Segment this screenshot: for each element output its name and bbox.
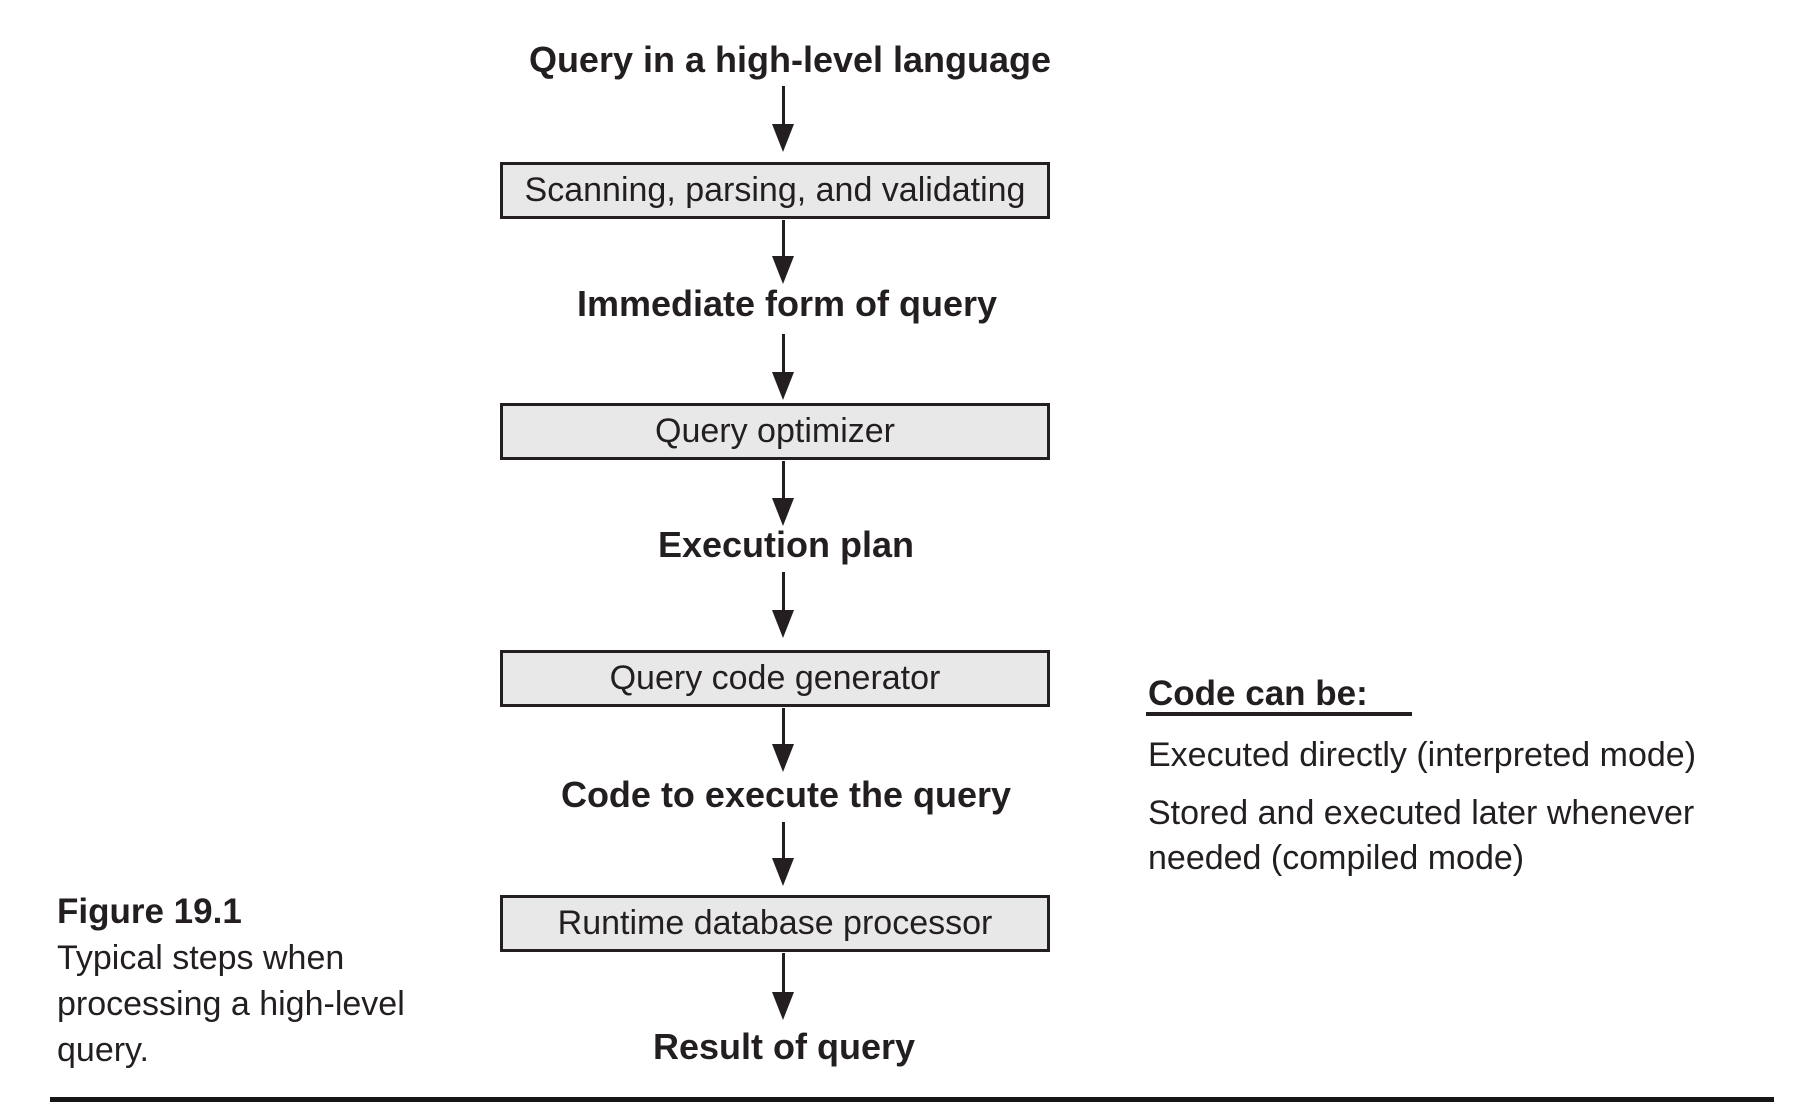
box-label: Query optimizer bbox=[655, 412, 895, 450]
figure-caption-line: Typical steps when bbox=[57, 939, 345, 977]
arrow-shaft bbox=[781, 220, 785, 256]
box-scanning-parsing-validating: Scanning, parsing, and validating bbox=[500, 162, 1050, 219]
arrow-shaft bbox=[781, 572, 785, 610]
box-label: Query code generator bbox=[609, 659, 941, 697]
side-note-line: Stored and executed later whenever bbox=[1148, 794, 1695, 832]
flow-label-execution-plan: Execution plan bbox=[657, 524, 915, 565]
arrow-shaft bbox=[781, 86, 785, 124]
arrow-head bbox=[772, 372, 794, 400]
figure-caption-line: processing a high-level bbox=[57, 985, 405, 1023]
arrow-head bbox=[772, 256, 794, 284]
side-note-line: Executed directly (interpreted mode) bbox=[1148, 736, 1697, 774]
side-note-heading: Code can be: bbox=[1148, 674, 1368, 713]
arrow-head bbox=[772, 124, 794, 152]
down-arrow-icon bbox=[772, 572, 794, 638]
box-runtime-database-processor: Runtime database processor bbox=[500, 895, 1050, 952]
arrow-head bbox=[772, 610, 794, 638]
arrow-shaft bbox=[781, 953, 785, 992]
down-arrow-icon bbox=[772, 953, 794, 1020]
down-arrow-icon bbox=[772, 220, 794, 284]
box-query-code-generator: Query code generator bbox=[500, 650, 1050, 707]
down-arrow-icon bbox=[772, 461, 794, 526]
down-arrow-icon bbox=[772, 708, 794, 772]
figure-caption-line: query. bbox=[57, 1031, 149, 1069]
bottom-divider-rule bbox=[50, 1097, 1774, 1102]
down-arrow-icon bbox=[772, 86, 794, 152]
arrow-shaft bbox=[781, 708, 785, 744]
box-query-optimizer: Query optimizer bbox=[500, 403, 1050, 460]
side-note-underline bbox=[1146, 712, 1412, 716]
flow-label-result-of-query: Result of query bbox=[652, 1026, 916, 1067]
down-arrow-icon bbox=[772, 822, 794, 886]
arrow-head bbox=[772, 992, 794, 1020]
flow-input-label: Query in a high-level language bbox=[528, 39, 1052, 80]
flow-label-immediate-form: Immediate form of query bbox=[576, 283, 998, 324]
arrow-shaft bbox=[781, 461, 785, 498]
figure-caption-number: Figure 19.1 bbox=[57, 892, 242, 931]
box-label: Scanning, parsing, and validating bbox=[524, 171, 1026, 209]
arrow-head bbox=[772, 858, 794, 886]
box-label: Runtime database processor bbox=[557, 904, 993, 942]
down-arrow-icon bbox=[772, 334, 794, 400]
arrow-shaft bbox=[781, 334, 785, 372]
side-note-line: needed (compiled mode) bbox=[1148, 839, 1525, 877]
arrow-head bbox=[772, 498, 794, 526]
flow-label-code-to-execute: Code to execute the query bbox=[560, 774, 1012, 815]
arrow-shaft bbox=[781, 822, 785, 858]
arrow-head bbox=[772, 744, 794, 772]
